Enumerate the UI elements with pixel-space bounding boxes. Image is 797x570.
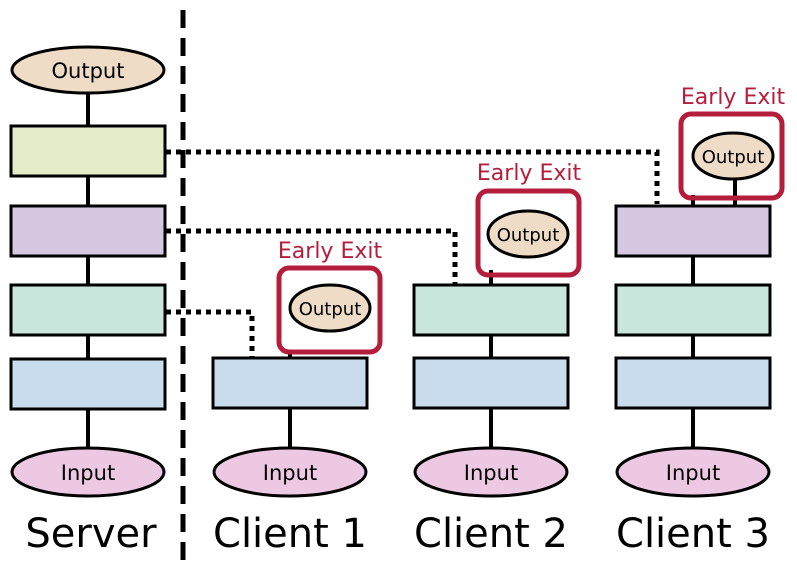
- server-input-node: [10, 446, 166, 498]
- connector-server-layer2-to-client1: [166, 309, 255, 357]
- client2-input-node: [413, 446, 569, 498]
- server-column: Output Input Server: [9, 45, 167, 557]
- client3-layer-3: [614, 204, 772, 258]
- client1-column-label: Client 1: [213, 511, 367, 557]
- client3-input-label: Input: [666, 461, 720, 485]
- server-output-node: [10, 45, 166, 95]
- client3-column: Input Early Exit Output Client 3: [614, 85, 786, 557]
- client3-layer-2: [614, 283, 772, 337]
- client3-early-exit-label: Early Exit: [681, 85, 786, 110]
- client1-layer-1: [211, 356, 369, 410]
- client1-output-node: [288, 283, 372, 333]
- client3-early-exit-box: [678, 111, 785, 201]
- client1-column: Input Early Exit Output Client 1: [211, 239, 383, 557]
- client2-input-label: Input: [464, 461, 518, 485]
- client3-output-label: Output: [702, 147, 765, 168]
- client1-early-exit-box: [276, 265, 383, 355]
- client2-layer-2: [412, 283, 570, 337]
- client2-output-label: Output: [497, 225, 560, 246]
- server-layer-3: [9, 204, 167, 258]
- connector-server-layer3-to-client2: [166, 228, 458, 284]
- client2-early-exit-label: Early Exit: [477, 161, 582, 186]
- client3-input-node: [615, 446, 771, 498]
- client1-input-node: [212, 446, 368, 498]
- server-column-label: Server: [25, 511, 157, 557]
- client2-layer-1: [412, 356, 570, 410]
- client3-layer-1: [614, 356, 772, 410]
- client1-early-exit-label: Early Exit: [278, 239, 383, 264]
- client2-column: Input Early Exit Output Client 2: [412, 161, 582, 557]
- server-layer-1: [9, 357, 167, 411]
- client2-column-label: Client 2: [414, 511, 568, 557]
- client3-output-node: [691, 131, 775, 181]
- connector-server-layer4-to-client3: [166, 149, 660, 204]
- client2-output-node: [486, 209, 570, 259]
- client3-column-label: Client 3: [616, 511, 770, 557]
- client2-early-exit-box: [475, 188, 582, 278]
- client1-output-label: Output: [299, 299, 362, 320]
- server-layer-2: [9, 283, 167, 337]
- server-input-label: Input: [61, 461, 115, 485]
- client1-input-label: Input: [263, 461, 317, 485]
- server-layer-4: [9, 124, 167, 178]
- server-output-label: Output: [52, 59, 125, 83]
